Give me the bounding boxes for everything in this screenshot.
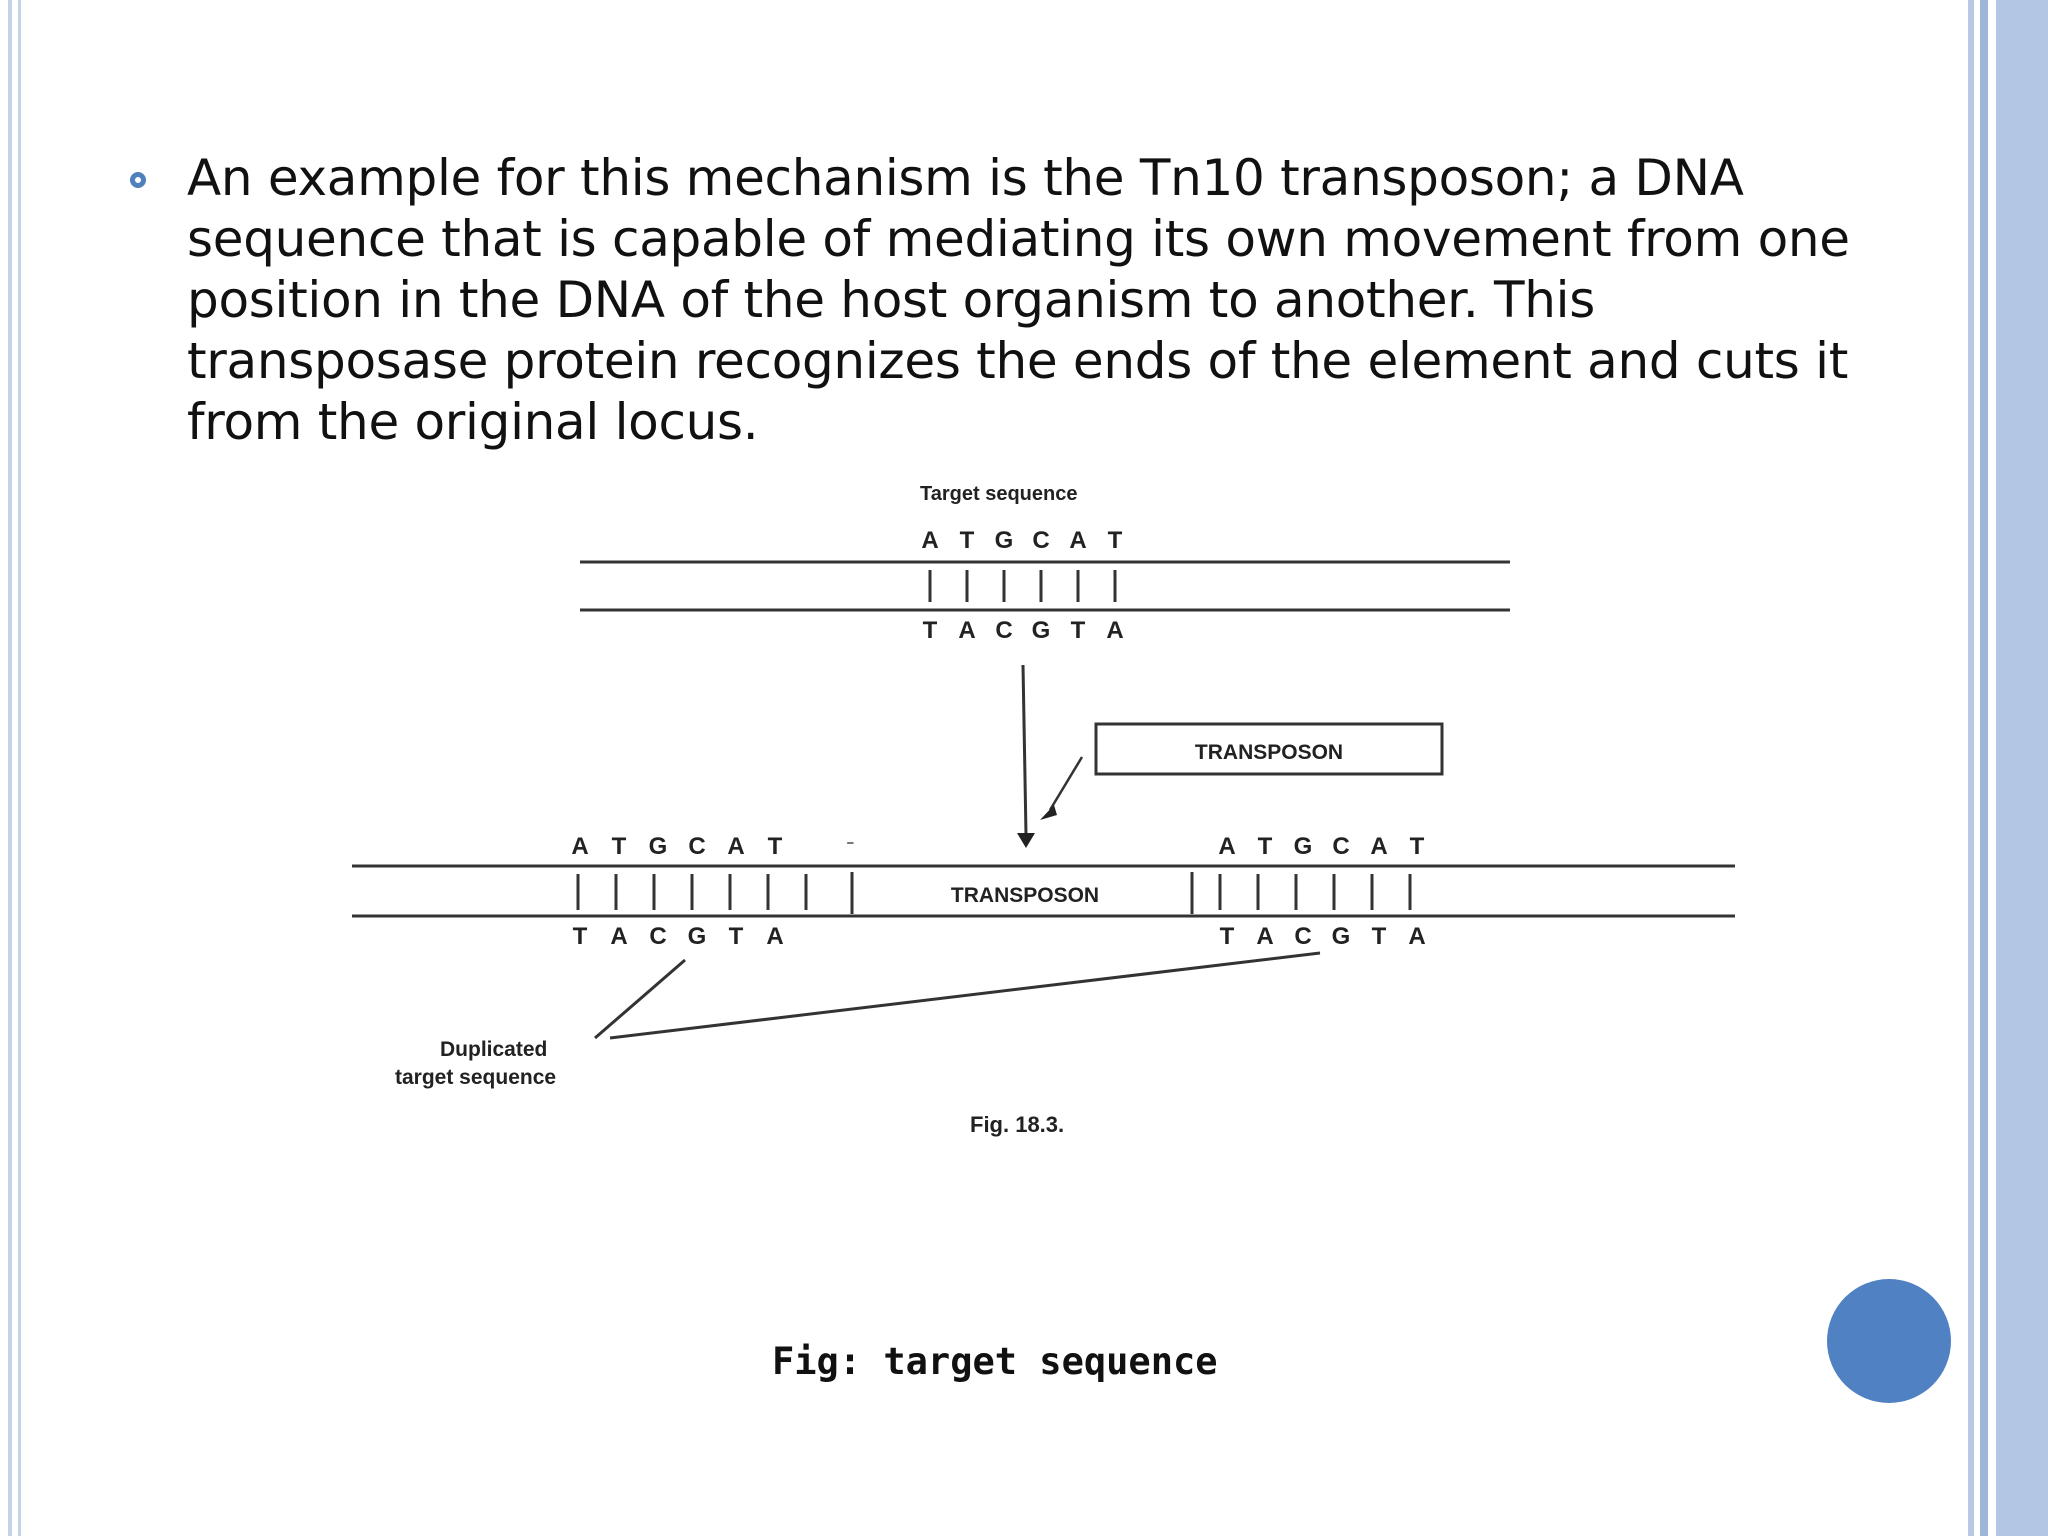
right-upper-base: A (1370, 833, 1387, 860)
bullet-ring-icon (130, 172, 146, 188)
slide-nav-circle (1827, 1279, 1951, 1403)
duplicated-pointer-right (609, 951, 1321, 1040)
left-lower-base: G (688, 923, 707, 950)
right-lower-base: C (1294, 923, 1311, 950)
right-border-decoration (1960, 0, 2048, 1536)
left-upper-base: C (688, 833, 705, 860)
left-base-pair-ticks (576, 874, 808, 910)
left-lower-base: C (649, 923, 666, 950)
figure-number: Fig. 18.3. (970, 1112, 1064, 1137)
target-sequence-label: Target sequence (920, 483, 1077, 505)
bullet-item: An example for this mechanism is the Tn1… (130, 148, 1910, 453)
transposon-entry-arrow (1048, 756, 1084, 811)
top-lower-base: C (995, 617, 1012, 644)
duplicated-label-line1: Duplicated (440, 1038, 547, 1061)
top-lower-base: T (1071, 617, 1086, 644)
top-upper-base: G (995, 527, 1014, 554)
right-lower-base: T (1220, 923, 1235, 950)
left-dash: - (846, 826, 855, 856)
insertion-arrow-shaft (1021, 664, 1028, 836)
top-upper-base: A (1069, 527, 1086, 554)
transposon-box (1094, 722, 1444, 776)
left-upper-base: G (649, 833, 668, 860)
right-lower-base: T (1372, 923, 1387, 950)
top-lower-base: A (1106, 617, 1123, 644)
right-upper-base: A (1218, 833, 1235, 860)
figure-caption: Fig: target sequence (772, 1340, 1218, 1383)
left-upper-base: T (612, 833, 627, 860)
bullet-text: An example for this mechanism is the Tn1… (187, 149, 1850, 451)
transposon-entry-arrow-head (1040, 805, 1057, 820)
left-lower-base: A (766, 923, 783, 950)
right-lower-base: G (1332, 923, 1351, 950)
insertion-arrow-head (1017, 833, 1035, 848)
duplicated-pointer-left (594, 958, 686, 1040)
right-lower-base: A (1408, 923, 1425, 950)
top-lower-base: G (1032, 617, 1051, 644)
right-upper-base: C (1332, 833, 1349, 860)
transposon-box-label: TRANSPOSON (1195, 741, 1343, 764)
left-upper-base: T (768, 833, 783, 860)
top-lower-base: T (923, 617, 938, 644)
top-upper-base: T (960, 527, 975, 554)
top-upper-base: A (921, 527, 938, 554)
right-lower-base: A (1256, 923, 1273, 950)
top-upper-base: C (1032, 527, 1049, 554)
right-upper-base: T (1410, 833, 1425, 860)
right-upper-base: T (1258, 833, 1273, 860)
left-upper-base: A (727, 833, 744, 860)
left-lower-base: T (729, 923, 744, 950)
top-upper-base: T (1108, 527, 1123, 554)
inserted-transposon-label: TRANSPOSON (951, 884, 1099, 907)
left-upper-base: A (571, 833, 588, 860)
top-base-pair-ticks (928, 570, 1117, 602)
left-lower-base: T (573, 923, 588, 950)
right-base-pair-ticks (1218, 874, 1412, 910)
left-lower-base: A (610, 923, 627, 950)
duplicated-label-line2: target sequence (395, 1066, 556, 1089)
top-lower-base: A (958, 617, 975, 644)
right-upper-base: G (1294, 833, 1313, 860)
left-border-decoration (0, 0, 30, 1536)
